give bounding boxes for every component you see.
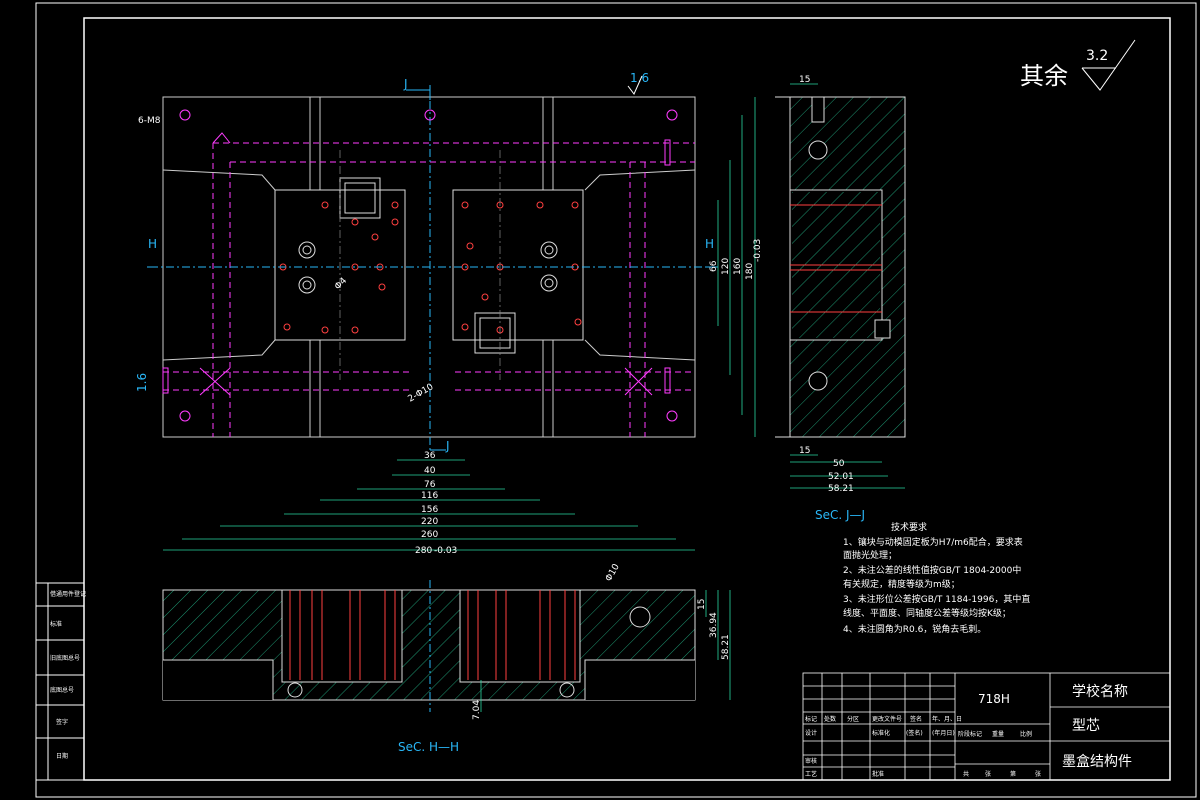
- roughness-left: 1.6: [135, 373, 149, 392]
- thread-label: 6-M8: [138, 116, 161, 126]
- tb-std: 标准化: [872, 729, 890, 737]
- roughness-top: 1.6: [630, 71, 649, 85]
- side-view-dim-texts: 15 15 50 52.01 58.21: [799, 75, 854, 494]
- vdim-1: 120: [721, 258, 731, 275]
- sdim-1: 15: [799, 446, 810, 456]
- bdim-2: 58.21: [721, 634, 731, 660]
- sdim-2: 50: [833, 459, 845, 469]
- tb-row-3: 更改文件号: [872, 715, 902, 723]
- hdim-2: 76: [424, 480, 436, 490]
- bdim-3: 7.04: [472, 700, 482, 720]
- section-h-right: H: [705, 237, 714, 251]
- tech-notes-heading: 技术要求: [891, 521, 927, 533]
- tb-sheet-1: 张: [985, 770, 991, 778]
- tech-note-2: 2、未注公差的线性值按GB/T 1804-2000中: [843, 564, 1021, 576]
- tech-note-3: 有关规定，精度等级为m级；: [843, 578, 960, 590]
- strip-text-1: 旧底图总号: [50, 654, 80, 662]
- outer-border: [35, 2, 1197, 798]
- strip-text-4: 日期: [56, 752, 68, 760]
- section-j-top: J: [403, 77, 408, 91]
- bottom-view-title: SeC. H—H: [398, 740, 459, 754]
- tech-note-6: 4、未注圆角为R0.6，锐角去毛刺。: [843, 623, 986, 635]
- hdim-5: 220: [421, 517, 438, 527]
- tb-sheet-3: 张: [1035, 770, 1041, 778]
- tb-row-4: 签名: [910, 715, 922, 723]
- top-view-h-dim-texts: 36 40 76 116 156 220 260 280 -0.03: [415, 451, 457, 556]
- part-name: 型芯: [1072, 718, 1100, 734]
- hdim-tol: -0.03: [434, 546, 457, 556]
- vdim-3: 180: [745, 263, 755, 280]
- tech-note-4: 3、未注形位公差按GB/T 1184-1996，其中直: [843, 593, 1030, 605]
- tb-sheet-2: 第: [1010, 770, 1016, 778]
- strip-text-3: 签字: [56, 718, 68, 726]
- surface-finish-value: 3.2: [1086, 48, 1108, 64]
- tb-approve: 批准: [872, 770, 884, 778]
- strip-text-extra: 标准: [50, 620, 62, 628]
- vdim-0: 66: [709, 260, 719, 272]
- hdim-0: 36: [424, 451, 436, 461]
- tb-sheet-0: 共: [963, 770, 969, 778]
- surface-finish-label: 其余: [1020, 62, 1068, 90]
- side-view-dims: [790, 83, 905, 489]
- top-view-h-dims: [163, 459, 695, 551]
- side-view: [775, 96, 906, 438]
- side-view-title: SeC. J—J: [815, 508, 865, 522]
- tech-note-1: 面抛光处理；: [843, 549, 897, 561]
- tb-stage-1: 重量: [992, 730, 1004, 738]
- strip-text-2: 底图总号: [50, 686, 74, 694]
- tb-role-1: 审核: [805, 757, 817, 765]
- tech-notes: 技术要求 1、镶块与动模固定板为H7/m6配合，要求表 面抛光处理； 2、未注公…: [843, 521, 1030, 635]
- left-strip: 借通用件登记 标准 旧底图总号 底图总号 签字 日期: [35, 582, 86, 781]
- tb-row-2: 分区: [847, 715, 859, 723]
- school-name: 学校名称: [1072, 683, 1128, 700]
- inner-border: [83, 17, 1171, 781]
- dia4-label: Φ4: [333, 276, 349, 292]
- sdim-3: 52.01: [828, 472, 854, 482]
- title-block: [802, 672, 1171, 781]
- bottom-view-dims: [480, 590, 731, 712]
- drawing-name: 墨盒结构件: [1062, 753, 1132, 770]
- vdim-tol: -0.03: [753, 239, 763, 262]
- section-h-left: H: [148, 237, 157, 251]
- bdim-1: 36.94: [709, 612, 719, 638]
- tech-note-5: 线度、平面度、同轴度公差等级均按K级；: [843, 607, 1011, 619]
- hdim-6: 260: [421, 530, 438, 540]
- bdim-hole: Φ10: [604, 562, 622, 583]
- tb-date: (年月日): [932, 729, 955, 737]
- tb-sign: (签名): [906, 729, 923, 737]
- tb-role-2: 工艺: [805, 770, 817, 778]
- hdim-1: 40: [424, 466, 436, 476]
- bottom-view: [162, 580, 696, 712]
- top-view-v-dims: [717, 97, 756, 437]
- top-view-v-dim-texts: 66 120 160 180 -0.03: [709, 239, 763, 280]
- tb-row-1: 处数: [824, 715, 836, 723]
- tb-row-5: 年、月、日: [932, 715, 962, 723]
- section-j-bottom: J: [445, 439, 450, 453]
- bdim-0: 15: [697, 599, 707, 610]
- hole-label: 2-Φ10: [407, 382, 436, 405]
- tb-stage-2: 比例: [1020, 730, 1032, 738]
- surface-finish-symbol: 其余 3.2: [1020, 39, 1136, 91]
- sdim-0: 15: [799, 75, 810, 85]
- hdim-4: 156: [421, 505, 438, 515]
- tb-row-0: 标记: [805, 715, 817, 723]
- tb-role-0: 设计: [805, 729, 817, 737]
- top-view: 6-M8 Φ4 2-Φ10 J J H H 1.6 1.6: [135, 71, 720, 453]
- strip-text-0: 借通用件登记: [50, 590, 86, 598]
- hdim-7: 280: [415, 546, 432, 556]
- tb-stage-0: 阶段标记: [958, 730, 982, 738]
- material: 718H: [978, 692, 1010, 706]
- sdim-4: 58.21: [828, 484, 854, 494]
- hdim-3: 116: [421, 491, 438, 501]
- title-block-text: 718H 学校名称 型芯 墨盒结构件 标记 处数 分区 更改文件号 签名 年、月…: [805, 683, 1132, 778]
- vdim-2: 160: [733, 258, 743, 275]
- tech-note-0: 1、镶块与动模固定板为H7/m6配合，要求表: [843, 536, 1023, 548]
